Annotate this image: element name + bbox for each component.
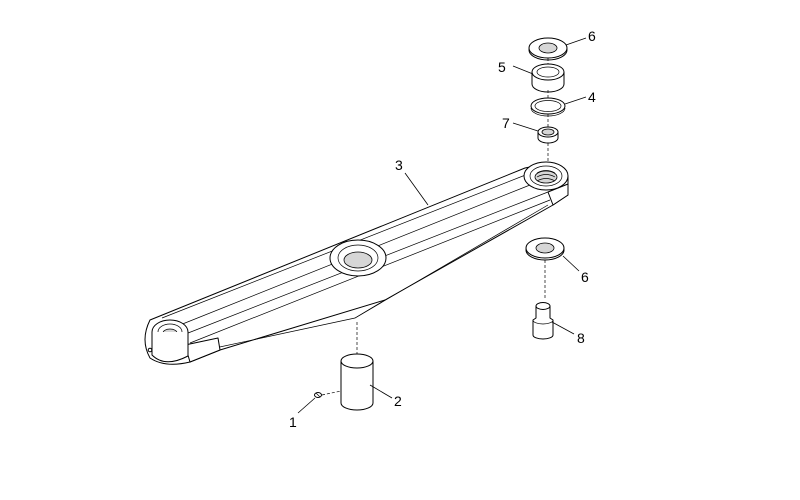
callout-7: 7: [502, 115, 510, 131]
washer-part-6-top: [528, 37, 568, 61]
arm-part-3: [144, 161, 569, 365]
pin-part-8: [532, 302, 554, 340]
callout-5: 5: [498, 59, 506, 75]
assembly-lines: [321, 58, 549, 396]
callout-6-bottom: 6: [581, 269, 589, 285]
callout-3: 3: [395, 157, 403, 173]
callout-6-top: 6: [588, 28, 596, 44]
callout-labels: 1 2 3 4 5 6 6 7 8: [289, 28, 596, 430]
callout-1: 1: [289, 414, 297, 430]
callout-8: 8: [577, 330, 585, 346]
seal-ring-part-4: [530, 97, 566, 117]
bushing-part-7: [537, 126, 559, 144]
callout-4: 4: [588, 89, 596, 105]
fitting-part-1: [314, 392, 322, 398]
callout-2: 2: [394, 393, 402, 409]
sleeve-part-2: [340, 353, 374, 411]
bushing-part-5: [531, 63, 565, 93]
leader-lines: [297, 37, 587, 414]
washer-part-6-bottom: [525, 237, 565, 261]
